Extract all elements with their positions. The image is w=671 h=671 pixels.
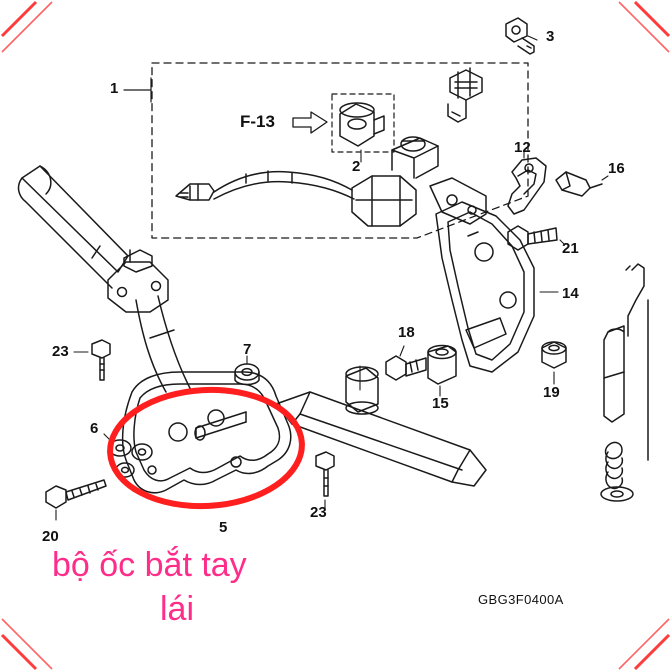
highlight-ellipse xyxy=(107,386,305,510)
callout-1: 1 xyxy=(110,80,119,97)
callout-6: 6 xyxy=(90,420,99,437)
corner-accent-bottom-right xyxy=(618,618,671,671)
lock-cylinder-dashed-box xyxy=(331,93,395,153)
bolt-part-23-left xyxy=(91,339,111,381)
part-21-bolt xyxy=(507,225,558,251)
handlebar-right-tube xyxy=(275,391,487,487)
callout-23-bottom: 23 xyxy=(310,504,327,521)
f13-arrow xyxy=(292,111,328,134)
callout-5: 5 xyxy=(219,519,228,536)
group-1-dashed-region xyxy=(151,62,529,239)
callout-16: 16 xyxy=(608,160,625,177)
part-16-pin xyxy=(555,171,603,197)
collar-part-15 xyxy=(427,344,457,385)
callout-19: 19 xyxy=(543,384,560,401)
callout-14: 14 xyxy=(562,285,579,302)
handle-pipe-sleeve xyxy=(345,366,379,415)
overlay-annotation-line2: lái xyxy=(160,590,195,628)
callout-18: 18 xyxy=(398,324,415,341)
steering-stem xyxy=(135,295,193,393)
part-number-code: GBG3F0400A xyxy=(478,592,564,607)
key-part-3 xyxy=(505,17,535,55)
part-12-lever xyxy=(507,157,547,215)
bolt-part-20 xyxy=(45,479,107,509)
lock-cylinder xyxy=(339,102,385,147)
callout-15: 15 xyxy=(432,395,449,412)
corner-accent-bottom-left xyxy=(0,618,53,671)
handlebar-clamp-upper xyxy=(107,249,169,313)
corner-accent-top-left xyxy=(0,0,53,53)
f13-reference-label: F-13 xyxy=(240,112,275,131)
nut-part-19 xyxy=(541,341,567,369)
callout-20: 20 xyxy=(42,528,59,545)
callout-7: 7 xyxy=(243,341,252,358)
key-part-upper xyxy=(447,67,483,123)
handlebar-left-tube xyxy=(17,165,129,289)
callout-23-left: 23 xyxy=(52,343,69,360)
callout-3: 3 xyxy=(546,28,555,45)
bolt-part-23-bottom xyxy=(315,451,335,497)
callout-21: 21 xyxy=(562,240,579,257)
overlay-annotation-line1: bộ ốc bắt tay xyxy=(52,546,247,584)
callout-2: 2 xyxy=(352,158,361,175)
bolt-part-18 xyxy=(385,355,427,381)
callout-12: 12 xyxy=(514,139,531,156)
right-column-parts xyxy=(600,263,649,502)
bracket-part-14 xyxy=(435,201,535,373)
corner-accent-top-right xyxy=(618,0,671,53)
